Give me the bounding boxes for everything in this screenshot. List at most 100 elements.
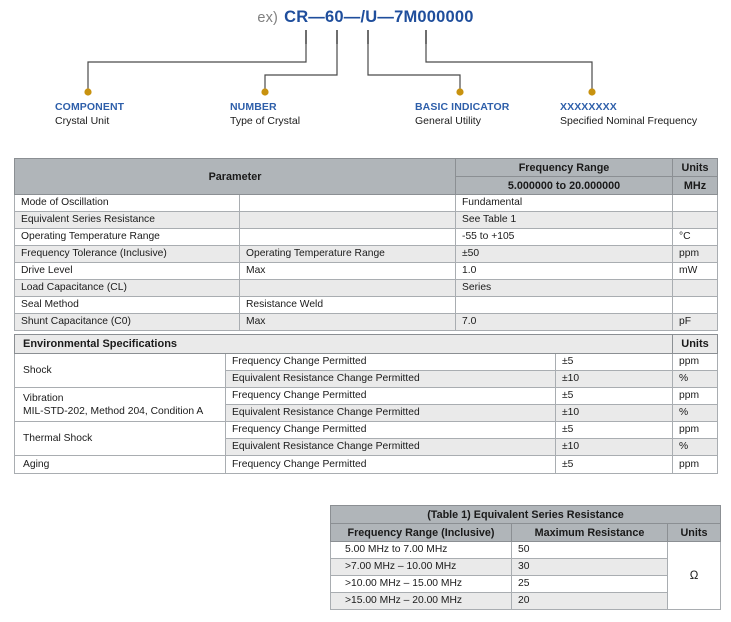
env-group-name-line1: Vibration: [23, 392, 64, 404]
env-units: ppm: [672, 421, 719, 439]
table-header-row: Parameter Frequency Range Units: [13, 158, 719, 195]
env-units: ppm: [672, 353, 719, 371]
env-title: Environmental Specifications: [13, 334, 674, 354]
param-value: 7.0: [455, 313, 674, 331]
part-number-line: ex)CR—60—/U—7M000000: [0, 8, 731, 27]
env-units: ppm: [672, 455, 719, 474]
table1-max-resistance: 50: [511, 541, 668, 559]
callout-subtitle: Crystal Unit: [55, 115, 110, 127]
frequency-range-value: 5.000000 to 20.000000: [455, 176, 674, 195]
env-header-row: Environmental Specifications Units: [13, 334, 719, 354]
table-row: Equivalent Series Resistance See Table 1: [14, 211, 719, 229]
param-units: [672, 296, 719, 314]
env-value: ±5: [554, 455, 674, 474]
equivalent-series-resistance-table: (Table 1) Equivalent Series Resistance F…: [330, 505, 721, 610]
callout-dot: [456, 88, 464, 96]
env-units: ppm: [672, 387, 719, 405]
table-row: Load Capacitance (CL) Series: [14, 279, 719, 297]
param-name: Equivalent Series Resistance: [14, 211, 240, 229]
env-value: ±5: [554, 421, 674, 439]
param-condition: Resistance Weld: [238, 296, 457, 314]
env-value: ±10: [554, 438, 674, 456]
param-condition: [238, 228, 457, 246]
env-test-name: Equivalent Resistance Change Permitted: [225, 404, 556, 422]
callout-connector-lines: [84, 30, 596, 96]
param-units: [672, 279, 719, 297]
param-units: [672, 211, 719, 229]
table1-frequency-range: 5.00 MHz to 7.00 MHz: [330, 541, 512, 559]
param-units: pF: [672, 313, 719, 331]
param-name: Seal Method: [14, 296, 240, 314]
env-units: %: [672, 370, 719, 388]
table1-title-row: (Table 1) Equivalent Series Resistance: [330, 505, 721, 524]
env-test-name: Frequency Change Permitted: [225, 353, 556, 371]
env-value: ±10: [554, 404, 674, 422]
param-value: See Table 1: [455, 211, 674, 229]
param-value: Fundamental: [455, 194, 674, 212]
table1-max-resistance: 25: [511, 575, 668, 593]
table-row: Mode of Oscillation Fundamental: [14, 194, 719, 212]
col-frequency-range: Frequency Range: [455, 158, 674, 177]
units-value: MHz: [672, 176, 719, 195]
param-name: Operating Temperature Range: [14, 228, 240, 246]
callout-subtitle: Type of Crystal: [230, 115, 301, 127]
param-condition: Operating Temperature Range: [238, 245, 457, 263]
param-value: [455, 296, 674, 314]
table1-header-row: Frequency Range (Inclusive) Maximum Resi…: [330, 523, 721, 542]
env-col-units: Units: [672, 334, 719, 354]
callout-nominal-frequency: XXXXXXXX Specified Nominal Frequency: [560, 100, 731, 129]
table1-frequency-range: >10.00 MHz – 15.00 MHz: [330, 575, 512, 593]
table-row: Frequency Tolerance (Inclusive)Operating…: [14, 245, 719, 263]
param-condition: Max: [238, 262, 457, 280]
callout-dot: [84, 88, 92, 96]
callout-title: NUMBER: [230, 101, 277, 113]
table1-frequency-range: >15.00 MHz – 20.00 MHz: [330, 592, 512, 610]
param-name: Load Capacitance (CL): [14, 279, 240, 297]
param-condition: [238, 211, 457, 229]
part-number-text: CR—60—/U—7M000000: [284, 8, 474, 26]
param-units: °C: [672, 228, 719, 246]
param-condition: Max: [238, 313, 457, 331]
table1-max-resistance: 30: [511, 558, 668, 576]
env-group-name: Aging: [14, 455, 226, 474]
param-value: 1.0: [455, 262, 674, 280]
param-condition: [238, 279, 457, 297]
table-row: Equivalent Resistance Change Permitted±1…: [15, 370, 719, 388]
col-frequency-range-inclusive: Frequency Range (Inclusive): [330, 523, 512, 542]
table-row: Operating Temperature Range-55 to +105°C: [14, 228, 719, 246]
env-test-name: Equivalent Resistance Change Permitted: [225, 370, 556, 388]
table-subheader-row: 5.000000 to 20.000000 MHz: [15, 176, 719, 195]
param-value: Series: [455, 279, 674, 297]
env-test-name: Frequency Change Permitted: [225, 455, 556, 474]
param-units: mW: [672, 262, 719, 280]
param-name: Shunt Capacitance (C0): [14, 313, 240, 331]
env-units: %: [672, 404, 719, 422]
part-number-legend: ex)CR—60—/U—7M000000 COMPONENT Crystal U…: [0, 0, 731, 148]
param-name: Drive Level: [14, 262, 240, 280]
callout-subtitle: General Utility: [415, 115, 481, 127]
col-maximum-resistance: Maximum Resistance: [511, 523, 668, 542]
callout-title: XXXXXXXX: [560, 101, 617, 113]
callout-dot: [261, 88, 269, 96]
table1-title: (Table 1) Equivalent Series Resistance: [330, 505, 721, 524]
callout-component: COMPONENT Crystal Unit: [55, 100, 245, 129]
col-units: Units: [667, 523, 721, 542]
callout-title: COMPONENT: [55, 101, 125, 113]
env-value: ±5: [554, 387, 674, 405]
col-units: Units: [672, 158, 719, 177]
env-value: ±10: [554, 370, 674, 388]
param-name: Mode of Oscillation: [14, 194, 240, 212]
environmental-specifications-table: Environmental Specifications Units Shock…: [13, 334, 719, 474]
param-condition: [238, 194, 457, 212]
